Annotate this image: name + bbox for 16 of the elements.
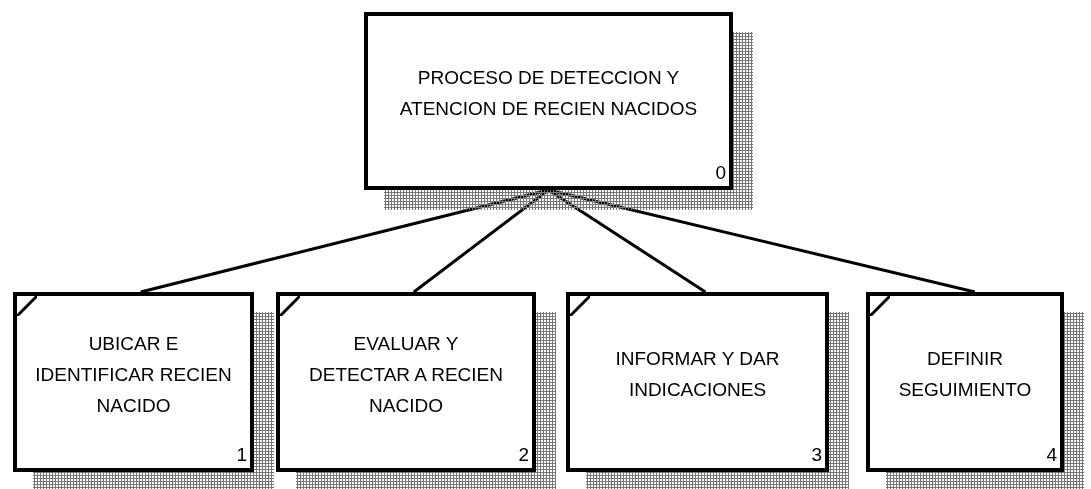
process-box [13,292,254,472]
process-label: EVALUAR Y DETECTAR A RECIEN NACIDO [308,331,504,418]
process-label: INFORMAR Y DAR INDICACIONES [614,347,781,402]
process-box [566,292,829,472]
node-number: 2 [518,444,529,466]
node-number: 1 [236,444,247,466]
process-box [364,12,733,190]
process-label: UBICAR E IDENTIFICAR RECIEN NACIDO [34,331,233,418]
node-number: 3 [811,444,822,466]
connector-line [412,188,550,294]
node-number: 0 [715,162,726,184]
process-box [866,292,1064,472]
process-label: DEFINIR SEGUIMIENTO [897,347,1033,402]
process-label: PROCESO DE DETECCION Y ATENCION DE RECIEN NACIDOS [398,66,699,121]
process-box [276,292,536,472]
node-number: 4 [1046,444,1057,466]
